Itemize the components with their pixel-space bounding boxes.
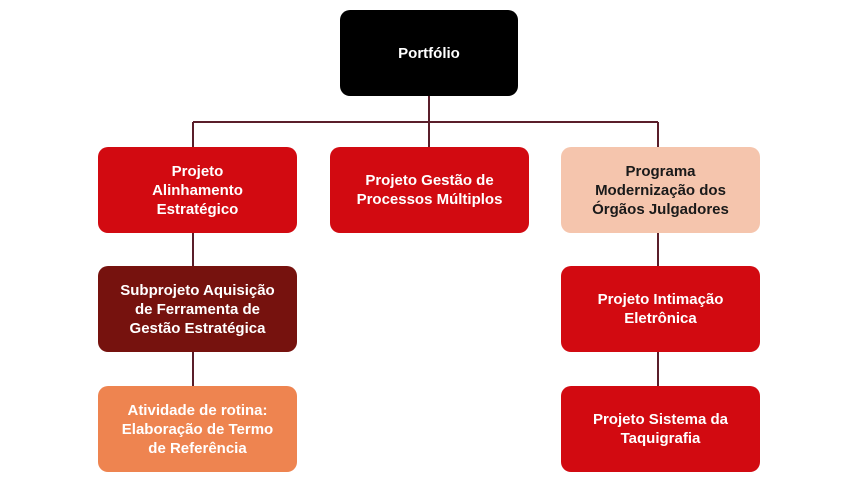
node-projeto-intimacao-eletronica: Projeto Intimação Eletrônica	[561, 266, 760, 352]
node-programa-modernizacao: Programa Modernização dos Órgãos Julgado…	[561, 147, 760, 233]
node-projeto-alinhamento-estrategico: Projeto Alinhamento Estratégico	[98, 147, 297, 233]
node-projeto-sistema-taquigrafia: Projeto Sistema da Taquigrafia	[561, 386, 760, 472]
node-subprojeto-aquisicao: Subprojeto Aquisição de Ferramenta de Ge…	[98, 266, 297, 352]
node-atividade-rotina: Atividade de rotina: Elaboração de Termo…	[98, 386, 297, 472]
node-projeto-gestao-processos-multiplos: Projeto Gestão de Processos Múltiplos	[330, 147, 529, 233]
node-portfolio: Portfólio	[340, 10, 518, 96]
